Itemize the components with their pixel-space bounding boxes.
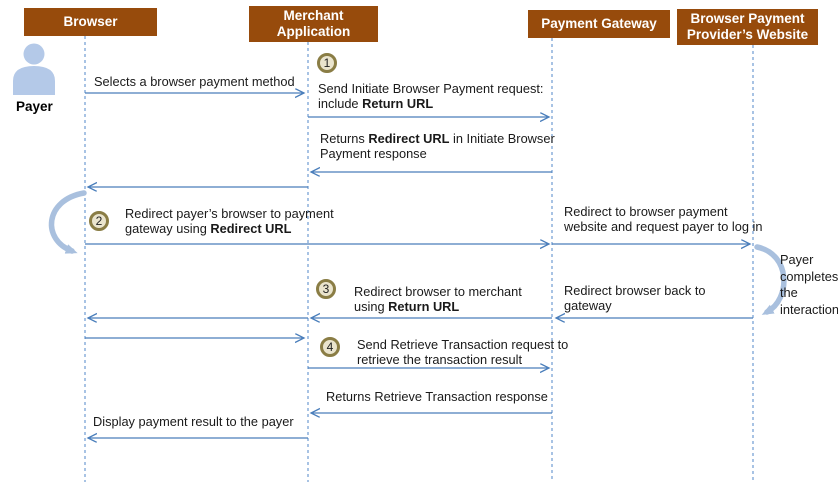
message-initiate-response: Returns Redirect URL in Initiate Browser… <box>320 131 555 162</box>
person-icon-head <box>23 43 45 65</box>
message-redirect-to-gateway: Redirect payer’s browser to payment gate… <box>125 206 334 237</box>
step-badge-2-label: 2 <box>95 214 103 228</box>
browser-redirect-loop-arrow <box>48 190 87 254</box>
payer-actor-icon <box>13 43 55 95</box>
lifeline-header-browser-label: Browser <box>63 13 118 29</box>
step-badge-1-label: 1 <box>323 56 331 70</box>
lifeline-header-merchant-application-label: Merchant Application <box>276 7 351 39</box>
step-badge-3: 3 <box>316 279 336 299</box>
message-display-result: Display payment result to the payer <box>93 414 294 429</box>
lifeline-header-payment-gateway-label: Payment Gateway <box>541 15 657 31</box>
lifeline-header-browser: Browser <box>24 8 157 36</box>
message-redirect-to-merchant: Redirect browser to merchant using Retur… <box>354 284 522 315</box>
lifeline-header-browser-payment-provider-label: Browser Payment Provider’s Website <box>686 10 809 42</box>
step-badge-2: 2 <box>89 211 109 231</box>
lifeline-header-merchant-application: Merchant Application <box>249 6 378 42</box>
step-badge-4: 4 <box>320 337 340 357</box>
step-badge-3-label: 3 <box>322 282 330 296</box>
lifeline-header-browser-payment-provider: Browser Payment Provider’s Website <box>677 9 818 45</box>
payer-label: Payer <box>16 99 53 114</box>
message-retrieve-request: Send Retrieve Transaction request to ret… <box>357 337 569 368</box>
step-badge-4-label: 4 <box>326 340 334 354</box>
payer-interaction-loop-arrow <box>754 244 787 315</box>
message-select-method: Selects a browser payment method <box>94 74 295 89</box>
step-badge-1: 1 <box>317 53 337 73</box>
message-redirect-to-provider: Redirect to browser payment website and … <box>564 204 763 235</box>
message-payer-completes: Payer completes the interaction <box>780 252 838 317</box>
message-redirect-back-gateway: Redirect browser back to gateway <box>564 283 706 314</box>
message-retrieve-response: Returns Retrieve Transaction response <box>326 389 548 404</box>
lifeline-header-payment-gateway: Payment Gateway <box>528 10 670 38</box>
person-icon-body <box>13 66 55 95</box>
message-initiate-request: Send Initiate Browser Payment request: i… <box>318 81 544 112</box>
